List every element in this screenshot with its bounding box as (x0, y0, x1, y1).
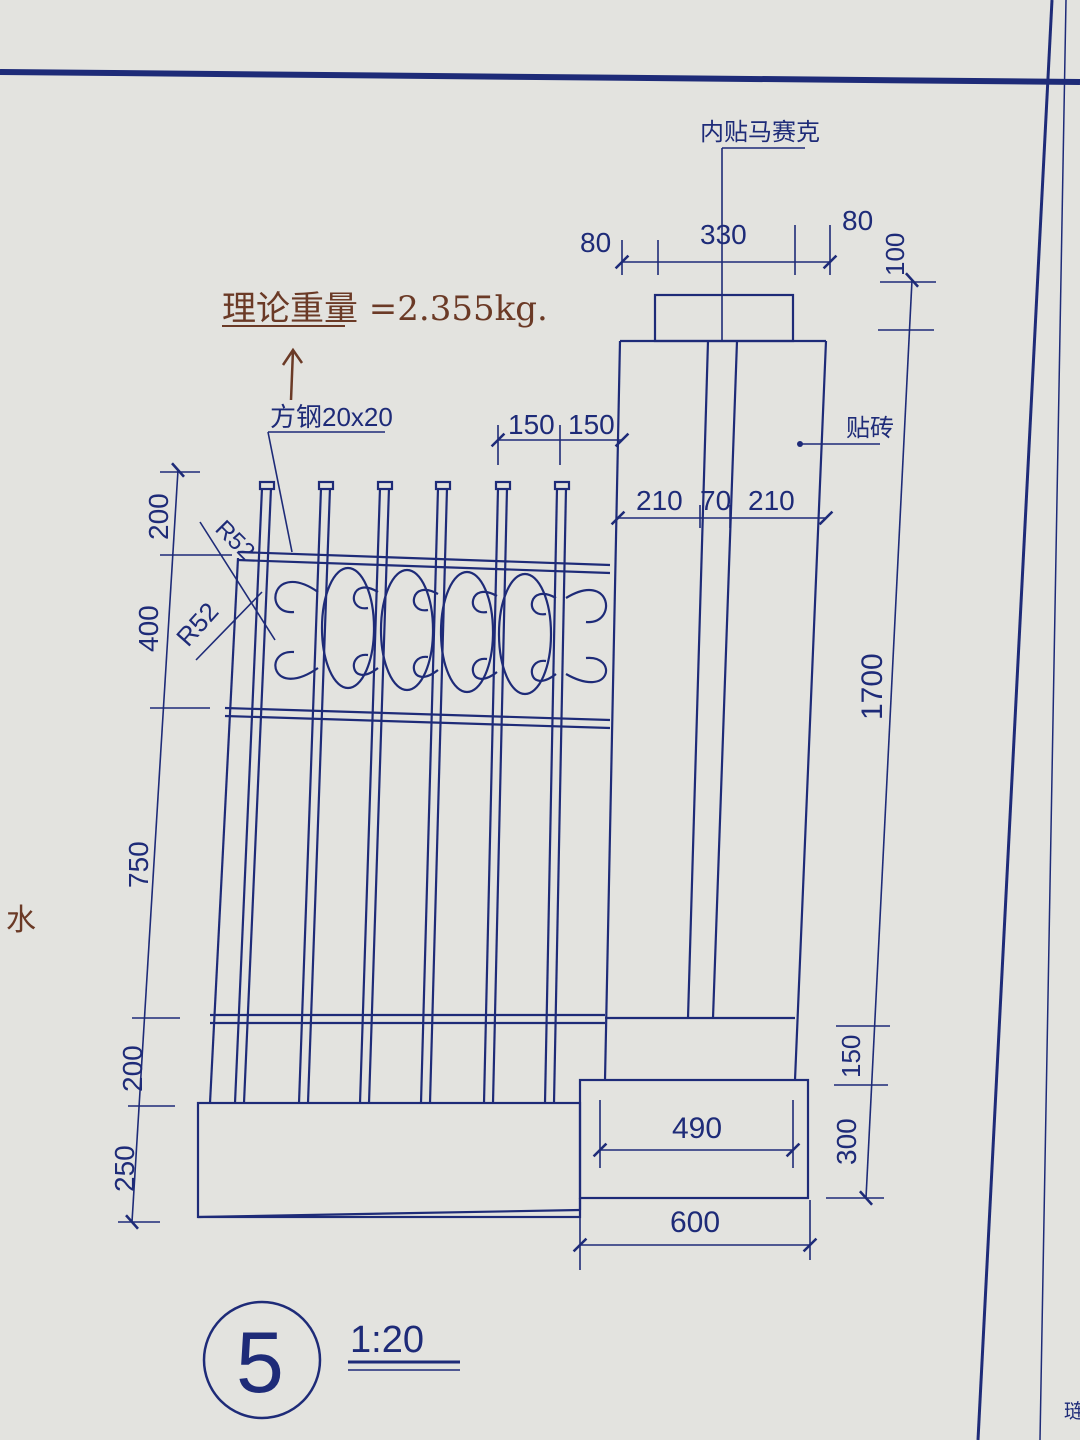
dim-lines-pillar (572, 225, 936, 1270)
arrow-up-icon (281, 347, 304, 401)
detail-title: 5 1:20 (202, 1300, 460, 1420)
dim-scroll-zone: 400 (133, 605, 164, 652)
dim-height: 1700 (856, 653, 889, 720)
label-mosaic: 内贴马赛克 (700, 119, 820, 146)
dim-plinth: 150 (836, 1035, 866, 1078)
dim-lines-fence (118, 425, 630, 1230)
scale-label: 1:20 (350, 1319, 424, 1361)
label-tile: 贴砖 (846, 415, 894, 442)
detail-number: 5 (236, 1315, 284, 1411)
dim-lower-zone: 200 (117, 1045, 148, 1092)
dim-outer-width: 600 (670, 1206, 720, 1239)
pillar (578, 293, 828, 1210)
corner-mark: 琏 (1064, 1400, 1080, 1423)
fence-scrolls (274, 566, 608, 696)
dim-inner-width: 490 (672, 1112, 722, 1145)
dim-face-right: 210 (748, 485, 795, 516)
dim-face-left: 210 (636, 485, 683, 516)
handwritten-annotation: 理论重量 =2.355kg. (222, 289, 548, 401)
label-steel: 方钢20x20 (270, 402, 393, 432)
dim-base: 250 (109, 1145, 140, 1192)
dim-joint: 70 (700, 485, 731, 516)
fence-bars (233, 480, 571, 1104)
label-radius-top: R52 (210, 515, 260, 565)
dim-spacing-a: 150 (508, 409, 555, 440)
fence-frame (196, 550, 611, 1219)
dim-spacing-b: 150 (568, 409, 615, 440)
dim-side-right: 80 (842, 205, 873, 236)
dim-cap: 330 (700, 219, 747, 250)
dim-cap-height: 100 (880, 233, 910, 276)
dim-footing: 300 (831, 1118, 862, 1165)
dim-top-spike: 200 (143, 493, 174, 540)
dim-side-left: 80 (580, 227, 611, 258)
margin-mark: 水 (6, 904, 36, 937)
label-radius-side: R52 (170, 596, 224, 652)
dim-bars-zone: 750 (123, 841, 154, 888)
leaders (195, 147, 880, 661)
weight-note: 理论重量 =2.355kg. (222, 289, 548, 329)
